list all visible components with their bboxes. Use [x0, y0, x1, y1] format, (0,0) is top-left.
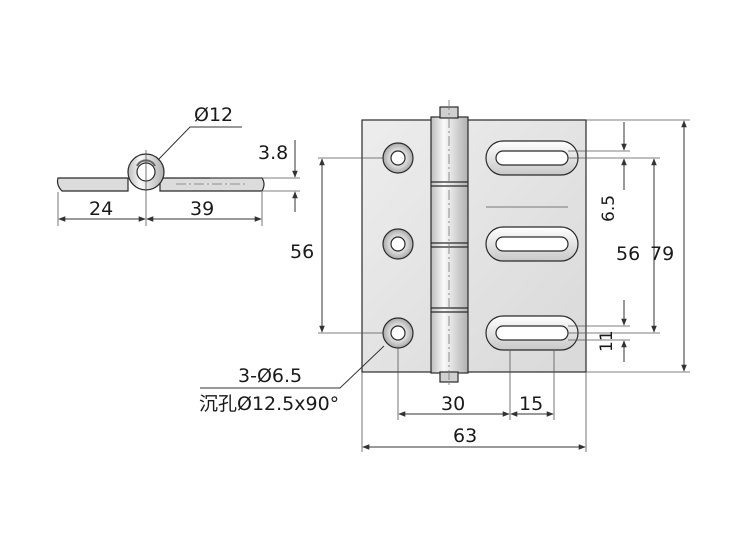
hole-to-slot-label: 30: [441, 393, 465, 415]
side-view-leaf-right: [159, 177, 265, 192]
slot-middle: [485, 226, 579, 262]
pin-diameter-leader: [157, 126, 242, 161]
hole-pitch-label: 56: [290, 241, 314, 263]
pin-diameter-label: Ø12: [194, 104, 233, 126]
hole-top: [382, 142, 414, 174]
overall-height-label: 79: [650, 243, 674, 265]
left-length-label: 24: [89, 198, 113, 220]
hinge-barrel: [430, 116, 469, 374]
slot-bottom: [485, 315, 579, 351]
thickness-label: 3.8: [258, 142, 288, 164]
slot-offset-label: 6.5: [599, 195, 619, 222]
slot-width-label: 11: [597, 330, 617, 352]
right-length-label: 39: [190, 198, 214, 220]
slot-pitch-label: 56: [616, 243, 640, 265]
hole-spec-line1: 3-Ø6.5: [238, 365, 302, 387]
side-view-leaf: [56, 177, 129, 192]
hole-spec-line2: 沉孔Ø12.5x90°: [199, 393, 339, 415]
overall-width-label: 63: [453, 425, 477, 447]
slot-top: [485, 140, 579, 176]
slot-length-label: 15: [519, 393, 543, 415]
hole-middle: [382, 228, 414, 260]
front-view: 56 6.5 56 79 11 3-Ø6.5 沉孔Ø12.5x90° 30 15…: [199, 100, 690, 452]
hole-bottom: [382, 317, 414, 349]
hole-spec-leader: [200, 345, 385, 389]
side-view: Ø12 3.8 24 39: [56, 104, 300, 226]
